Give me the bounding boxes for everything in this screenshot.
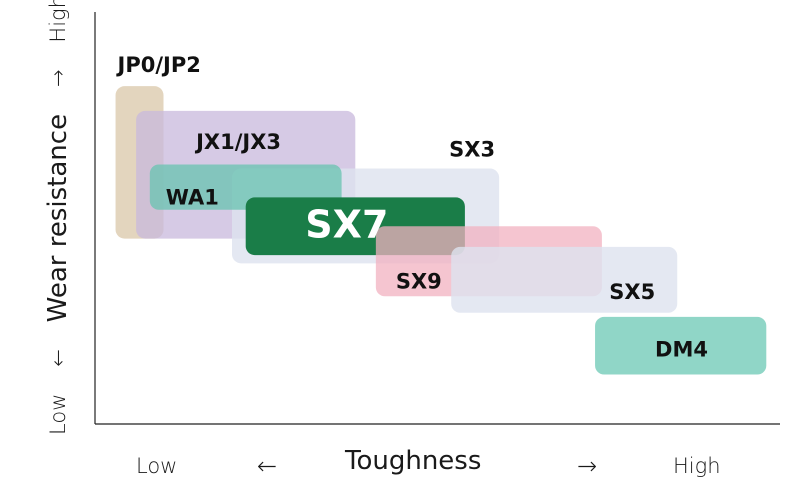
y-axis-arrow-low: ← — [46, 349, 70, 367]
y-axis-arrow-high: → — [46, 69, 70, 88]
x-axis-arrow-left: ← — [257, 452, 278, 480]
region-label-dm4: DM4 — [655, 338, 708, 362]
region-sx5 — [451, 246, 678, 313]
x-axis-low-label: Low — [136, 454, 178, 478]
region-label-wa1: WA1 — [166, 185, 219, 209]
region-label-sx5: SX5 — [609, 280, 655, 304]
region-label-sx9: SX9 — [396, 269, 442, 293]
chart-regions — [115, 86, 767, 375]
y-axis-low-label: Low — [46, 393, 70, 435]
region-label-jp0-jp2: JP0/JP2 — [116, 53, 201, 77]
x-axis-arrow-right: → — [577, 452, 598, 480]
x-axis-high-label: High — [673, 454, 721, 478]
x-axis-title: Toughness — [345, 446, 482, 476]
x-axis-label: Low ← Toughness → High — [95, 446, 785, 482]
region-label-sx3: SX3 — [449, 138, 495, 162]
y-axis-high-label: High — [46, 0, 70, 43]
region-dm4 — [595, 316, 767, 375]
y-axis-title: Wear resistance — [43, 113, 73, 323]
y-axis-label: Low ← Wear resistance → High — [43, 0, 73, 435]
region-label-sx7: SX7 — [305, 202, 388, 246]
region-label-jx1-jx3: JX1/JX3 — [194, 130, 281, 154]
